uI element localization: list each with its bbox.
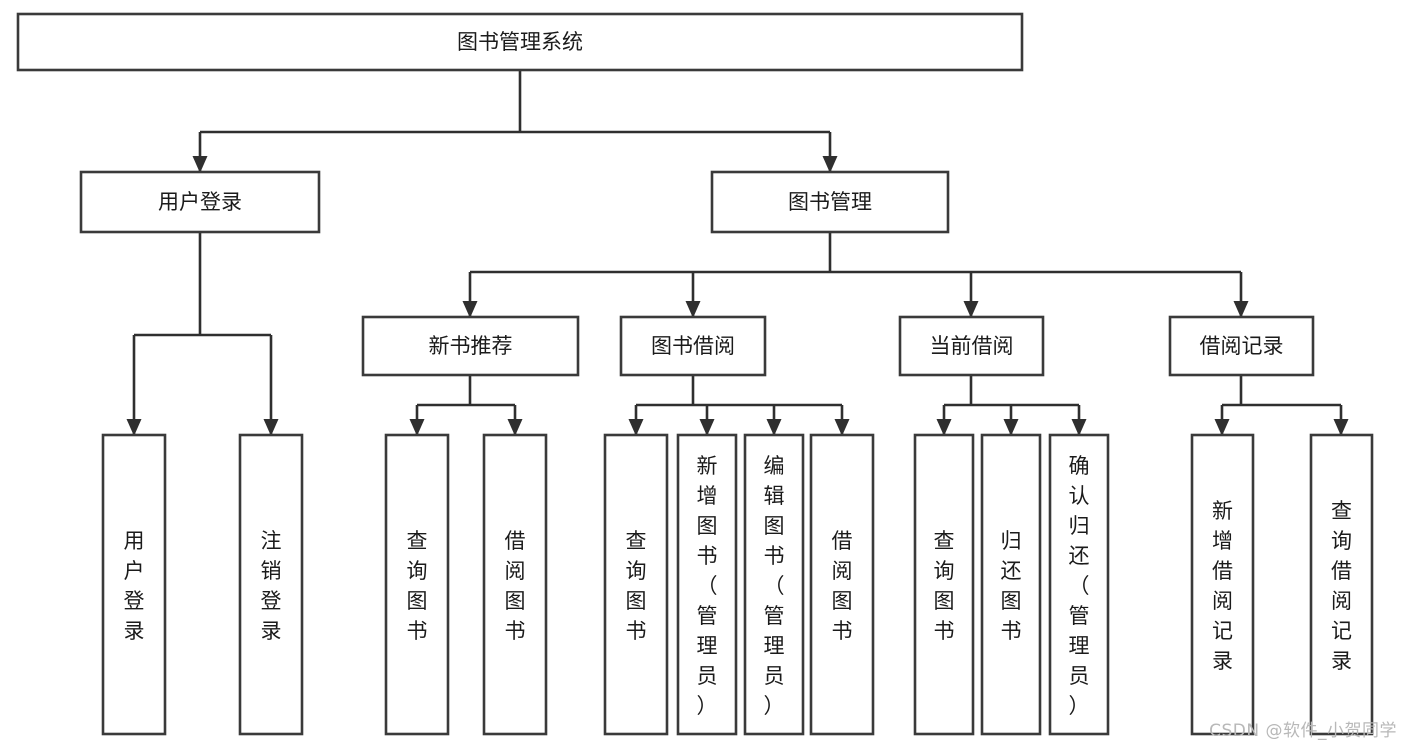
node-box[interactable] (710, 170, 950, 234)
arrow-head-icon (192, 156, 208, 173)
node-label: 用户登录 (124, 529, 145, 643)
node-label: 新书推荐 (429, 334, 513, 358)
level3-node-borrow-record[interactable]: 借阅记录 (1168, 315, 1315, 377)
node-box[interactable] (16, 12, 1024, 72)
node-label: 注销登录 (261, 529, 282, 643)
leaf-node-leaf-confirm-return-admin[interactable]: 确认归还（管理员） (1048, 433, 1110, 736)
arrow-head-icon (1333, 419, 1349, 436)
node-box[interactable] (1309, 433, 1374, 736)
node-box[interactable] (676, 433, 738, 736)
node-label: 查询图书 (626, 529, 647, 643)
node-label: 查询图书 (934, 529, 955, 643)
node-layer: 图书管理系统用户登录图书管理新书推荐图书借阅当前借阅借阅记录用户登录注销登录查询… (16, 12, 1374, 736)
node-label: 新增图书（管理员） (697, 454, 718, 718)
root-node-root[interactable]: 图书管理系统 (16, 12, 1024, 72)
arrow-head-icon (409, 419, 425, 436)
node-label: 编辑图书（管理员） (764, 454, 785, 718)
node-label: 当前借阅 (930, 334, 1014, 358)
node-label: 查询借阅记录 (1331, 499, 1352, 673)
connector-root-to-level2 (192, 70, 838, 173)
leaf-node-leaf-query-book-rec[interactable]: 查询图书 (384, 433, 450, 736)
node-box[interactable] (384, 433, 450, 736)
node-box[interactable] (238, 433, 304, 736)
level2-node-user-login[interactable]: 用户登录 (79, 170, 321, 234)
arrow-head-icon (1071, 419, 1087, 436)
arrow-head-icon (685, 301, 701, 318)
node-box[interactable] (482, 433, 548, 736)
node-label: 借阅记录 (1200, 334, 1284, 358)
node-box[interactable] (619, 315, 767, 377)
connector-newbook-to-leaves (409, 375, 523, 436)
node-box[interactable] (809, 433, 875, 736)
arrow-head-icon (462, 301, 478, 318)
node-box[interactable] (898, 315, 1045, 377)
node-box[interactable] (1168, 315, 1315, 377)
node-box[interactable] (79, 170, 321, 234)
leaf-node-leaf-return-book[interactable]: 归还图书 (980, 433, 1042, 736)
leaf-node-leaf-query-borrow-record[interactable]: 查询借阅记录 (1309, 433, 1374, 736)
node-label: 新增借阅记录 (1212, 499, 1233, 673)
connector-borrowrecord-to-leaves (1214, 375, 1349, 436)
leaf-node-leaf-query-book-cur[interactable]: 查询图书 (913, 433, 975, 736)
level2-node-book-manage[interactable]: 图书管理 (710, 170, 950, 234)
arrow-head-icon (766, 419, 782, 436)
arrow-head-icon (263, 419, 279, 436)
node-box[interactable] (101, 433, 167, 736)
node-label: 借阅图书 (505, 529, 526, 643)
arrow-head-icon (507, 419, 523, 436)
node-box[interactable] (980, 433, 1042, 736)
arrow-head-icon (1233, 301, 1249, 318)
arrow-head-icon (1214, 419, 1230, 436)
node-label: 确认归还（管理员） (1069, 454, 1090, 718)
connector-layer (126, 70, 1349, 436)
level3-node-book-borrow[interactable]: 图书借阅 (619, 315, 767, 377)
leaf-node-leaf-logout[interactable]: 注销登录 (238, 433, 304, 736)
leaf-node-leaf-borrow-book-rec[interactable]: 借阅图书 (482, 433, 548, 736)
node-box[interactable] (743, 433, 805, 736)
node-label: 图书借阅 (651, 334, 735, 358)
arrow-head-icon (628, 419, 644, 436)
arrow-head-icon (699, 419, 715, 436)
node-box[interactable] (361, 315, 580, 377)
level3-node-current-borrow[interactable]: 当前借阅 (898, 315, 1045, 377)
connector-bookborrow-to-leaves (628, 375, 850, 436)
leaf-node-leaf-query-book[interactable]: 查询图书 (603, 433, 669, 736)
node-box[interactable] (1048, 433, 1110, 736)
node-label: 借阅图书 (832, 529, 853, 643)
leaf-node-leaf-user-login[interactable]: 用户登录 (101, 433, 167, 736)
arrow-head-icon (936, 419, 952, 436)
node-box[interactable] (913, 433, 975, 736)
leaf-node-leaf-add-book-admin[interactable]: 新增图书（管理员） (676, 433, 738, 736)
arrow-head-icon (1003, 419, 1019, 436)
node-box[interactable] (603, 433, 669, 736)
level3-node-new-book-recommend[interactable]: 新书推荐 (361, 315, 580, 377)
node-label: 图书管理系统 (457, 30, 583, 54)
csdn-watermark: CSDN @软件_小贺同学 (1209, 721, 1397, 741)
arrow-head-icon (834, 419, 850, 436)
arrow-head-icon (822, 156, 838, 173)
node-label: 图书管理 (788, 190, 872, 214)
node-label: 查询图书 (407, 529, 428, 643)
connector-userlogin-to-leaves (126, 232, 279, 436)
connector-bookmanage-to-level3 (462, 232, 1249, 318)
leaf-node-leaf-edit-book-admin[interactable]: 编辑图书（管理员） (743, 433, 805, 736)
arrow-head-icon (963, 301, 979, 318)
node-label: 归还图书 (1001, 529, 1022, 643)
node-box[interactable] (1190, 433, 1255, 736)
connector-currentborrow-to-leaves (936, 375, 1087, 436)
leaf-node-leaf-add-borrow-record[interactable]: 新增借阅记录 (1190, 433, 1255, 736)
arrow-head-icon (126, 419, 142, 436)
node-label: 用户登录 (158, 190, 242, 214)
leaf-node-leaf-borrow-book[interactable]: 借阅图书 (809, 433, 875, 736)
